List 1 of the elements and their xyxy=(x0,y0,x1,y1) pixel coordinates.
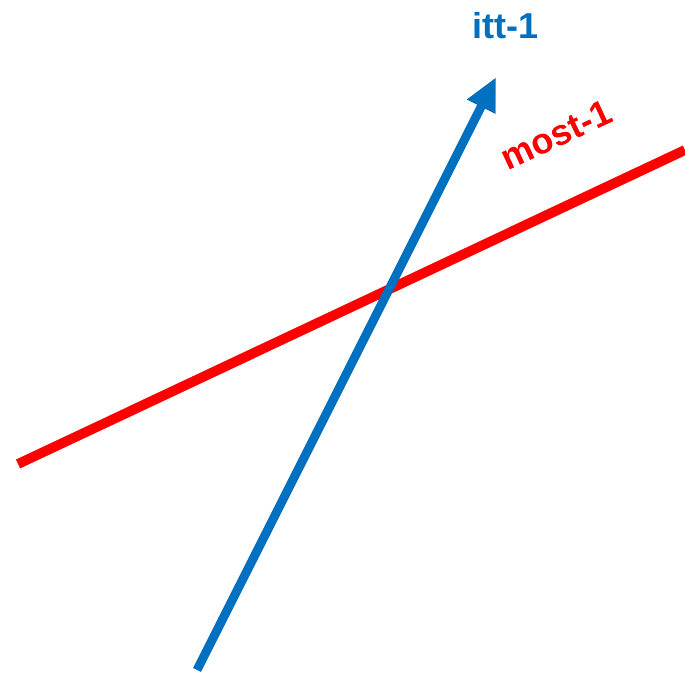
axis-label: itt-1 xyxy=(472,8,538,44)
